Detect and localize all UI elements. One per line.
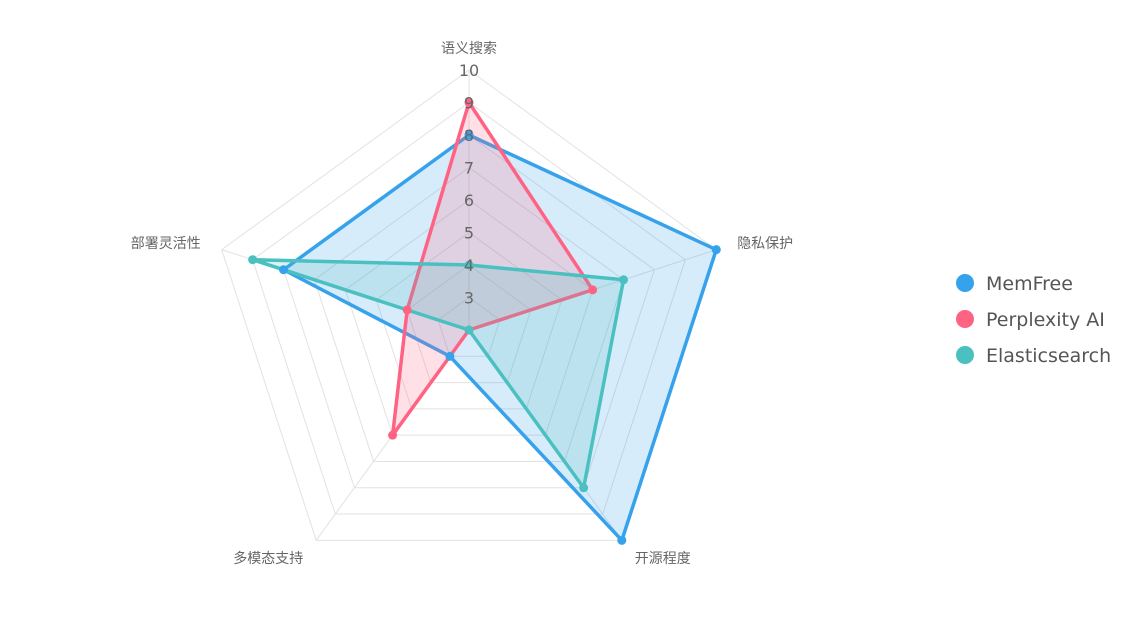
series-point[interactable] — [445, 351, 455, 361]
tick-label: 10 — [459, 61, 479, 80]
tick-label: 6 — [464, 191, 474, 210]
axis-label: 开源程度 — [635, 551, 691, 567]
tick-label: 4 — [464, 256, 474, 275]
legend-swatch[interactable] — [956, 310, 974, 328]
series-point[interactable] — [464, 260, 474, 270]
series-area-2 — [250, 257, 626, 490]
radar-tick-labels: 3 4 5 6 7 8 9 10 — [459, 61, 479, 308]
grid-ring — [375, 231, 563, 410]
grid-ring — [406, 264, 532, 384]
series-point[interactable] — [619, 275, 629, 285]
series-point[interactable] — [402, 305, 412, 315]
legend-label[interactable]: Perplexity AI — [986, 309, 1105, 331]
grid-ring — [221, 69, 717, 541]
legend-label[interactable]: Elasticsearch — [986, 345, 1111, 367]
axis-label: 多模态支持 — [233, 550, 303, 567]
series-point[interactable] — [464, 98, 474, 107]
axis-label: 部署灵活性 — [131, 236, 201, 252]
series-point[interactable] — [248, 255, 258, 265]
radar-series — [248, 98, 721, 545]
series-point[interactable] — [579, 483, 589, 493]
tick-label: 5 — [464, 224, 474, 243]
tick-label: 8 — [464, 126, 474, 145]
grid-ring — [252, 101, 686, 515]
axis-label: 隐私保护 — [737, 236, 793, 252]
series-point[interactable] — [279, 265, 289, 275]
tick-label: 7 — [464, 159, 474, 178]
grid-ring — [437, 296, 501, 357]
series-point[interactable] — [588, 285, 598, 295]
series-point[interactable] — [464, 325, 474, 335]
tick-label: 9 — [464, 94, 474, 113]
legend-label[interactable]: MemFree — [986, 273, 1073, 295]
tick-label: 3 — [464, 289, 474, 308]
series-point[interactable] — [617, 535, 627, 545]
legend-swatch[interactable] — [956, 274, 974, 292]
series-area-0 — [281, 133, 719, 543]
legend-swatch[interactable] — [956, 346, 974, 364]
series-point[interactable] — [464, 130, 474, 140]
series-point[interactable] — [388, 430, 398, 440]
series-point[interactable] — [711, 245, 721, 255]
axis-label: 语义搜索 — [441, 40, 497, 57]
